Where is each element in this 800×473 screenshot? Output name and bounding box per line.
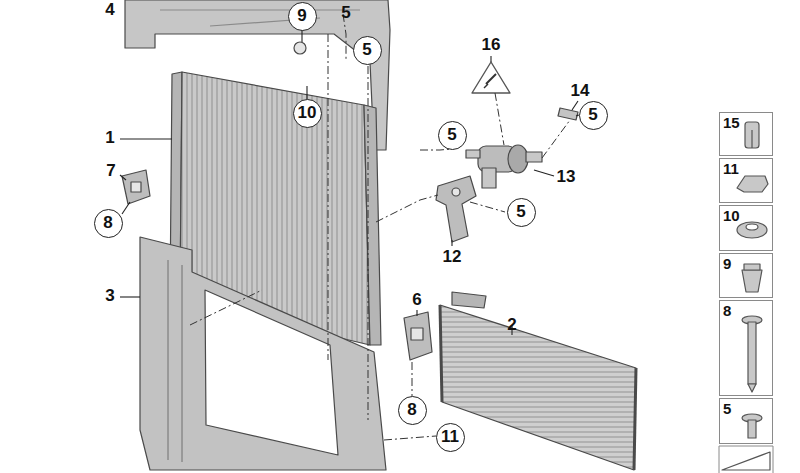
fastener-cell: 8 — [719, 300, 773, 396]
callout-number: 7 — [106, 162, 115, 181]
callout-circle: 9 — [288, 2, 317, 31]
fastener-cell: 9 — [719, 253, 773, 298]
callout-circle: 5 — [353, 36, 382, 65]
part-number: 9 — [723, 255, 731, 272]
callout-circle: 5 — [507, 198, 536, 227]
callout-number: 16 — [482, 36, 501, 55]
part-number: 11 — [723, 160, 739, 177]
callout-circle: 8 — [94, 209, 123, 238]
callout-circle: 10 — [293, 99, 322, 128]
callout-number: 5 — [588, 106, 597, 125]
callout-number: 6 — [412, 291, 421, 310]
callout-number: 1 — [105, 129, 114, 148]
callout-number: 8 — [103, 214, 112, 233]
callout-number: 11 — [441, 428, 459, 447]
part-number: 10 — [723, 207, 740, 224]
callout-circle: 5 — [438, 121, 467, 150]
callout-number: 4 — [105, 1, 114, 20]
callout-number: 2 — [507, 316, 516, 335]
callout-number: 3 — [105, 287, 114, 306]
callout-number: 5 — [447, 126, 456, 145]
fastener-cell: 15 — [719, 112, 773, 156]
fastener-cell: 10 — [719, 205, 773, 251]
callout-number: 12 — [443, 248, 462, 267]
callout-number: 5 — [516, 203, 525, 222]
part-number: 8 — [723, 302, 731, 319]
callout-number: 5 — [362, 41, 371, 60]
callout-circle: 8 — [398, 396, 427, 425]
callout-number: 13 — [557, 168, 576, 187]
part-number: 15 — [723, 114, 740, 131]
callout-number: 14 — [571, 82, 590, 101]
callout-number: 5 — [341, 4, 350, 23]
fastener-cell: 5 — [719, 398, 773, 444]
part-number: 5 — [723, 400, 731, 417]
callout-circle: 11 — [436, 423, 465, 452]
callout-number: 9 — [297, 7, 306, 26]
callout-circle: 5 — [579, 101, 608, 130]
fastener-cell: 11 — [719, 158, 773, 203]
callout-number: 10 — [298, 104, 317, 123]
callout-number: 8 — [407, 401, 416, 420]
